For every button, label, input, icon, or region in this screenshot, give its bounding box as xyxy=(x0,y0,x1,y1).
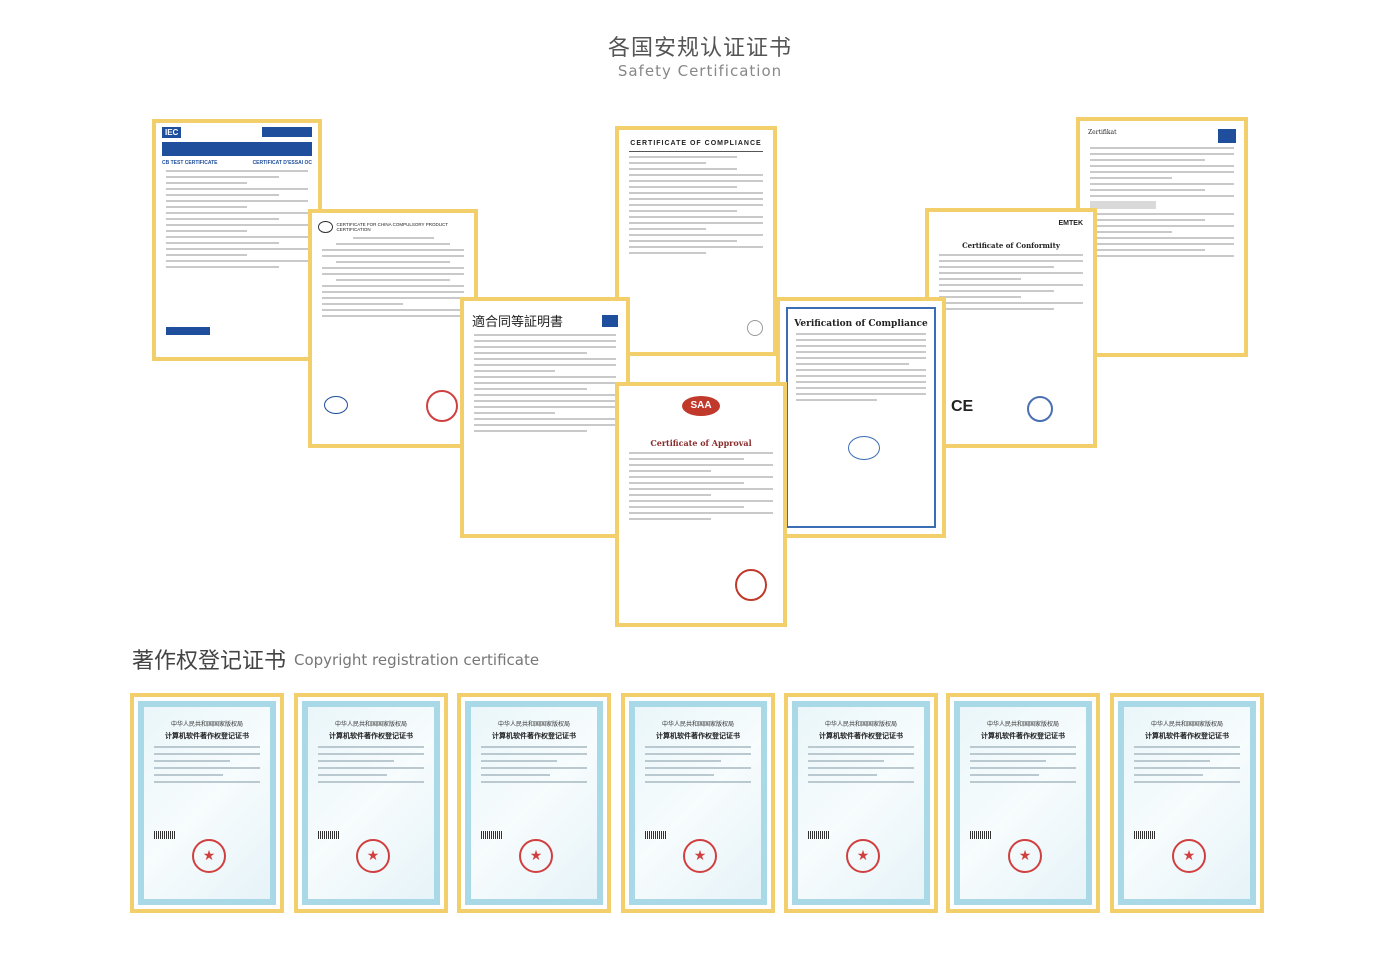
stamp-icon xyxy=(848,436,880,460)
barcode-icon xyxy=(481,831,503,839)
saa-heading: Certificate of Approval xyxy=(650,438,752,448)
cb-subheading: CERTIFICAT D'ESSAI OC xyxy=(252,160,312,166)
barcode-icon xyxy=(808,831,830,839)
red-star-seal-icon: ★ xyxy=(683,839,717,873)
red-seal-icon xyxy=(426,390,458,422)
copyright-certificate-7: 中华人民共和国国家版权局 计算机软件著作权登记证书 ★ xyxy=(1110,693,1264,913)
tuv-de-heading: Zertifikat xyxy=(1088,129,1117,136)
iec-logo: IEC xyxy=(162,127,182,138)
ce-heading: Certificate of Conformity xyxy=(962,241,1060,250)
barcode-icon xyxy=(970,831,992,839)
red-seal-icon xyxy=(735,569,767,601)
ul-certificate-of-compliance: CERTIFICATE OF COMPLIANCE xyxy=(615,126,777,356)
ul-mark-icon xyxy=(747,320,763,336)
copyright-certificate-2: 中华人民共和国国家版权局 计算机软件著作权登记证书 ★ xyxy=(294,693,448,913)
ce-mark-icon: CE xyxy=(951,398,974,415)
ccc-heading: CERTIFICATE FOR CHINA COMPULSORY PRODUCT… xyxy=(336,222,448,232)
red-star-seal-icon: ★ xyxy=(846,839,880,873)
ul-heading: CERTIFICATE OF COMPLIANCE xyxy=(630,140,762,147)
tuv-triangle-icon xyxy=(1218,129,1236,143)
copyright-section-title-cn: 著作权登记证书 xyxy=(132,649,287,674)
safety-section-title-cn: 各国安规认证证书 xyxy=(607,36,792,61)
cb-test-certificate: IEC CB TEST CERTIFICATE CERTIFICAT D'ESS… xyxy=(152,119,322,361)
barcode-icon xyxy=(1134,831,1156,839)
red-star-seal-icon: ★ xyxy=(519,839,553,873)
tuv-japan-certificate: 適合同等証明書 xyxy=(460,297,630,538)
ccc-logo xyxy=(318,221,333,233)
cqc-logo xyxy=(324,396,348,414)
copyright-certificate-1: 中华人民共和国国家版权局 计算机软件著作权登记证书 ★ xyxy=(130,693,284,913)
red-star-seal-icon: ★ xyxy=(356,839,390,873)
tuv-triangle-icon xyxy=(602,314,618,327)
ccc-certificate: CERTIFICATE FOR CHINA COMPULSORY PRODUCT… xyxy=(308,209,478,448)
saa-logo: SAA xyxy=(682,396,720,416)
barcode-icon xyxy=(645,831,667,839)
copyright-certificate-6: 中华人民共和国国家版权局 计算机软件著作权登记证书 ★ xyxy=(946,693,1100,913)
blue-seal-icon xyxy=(1027,396,1053,422)
ce-certificate-of-conformity: EMTEK Certificate of Conformity CE xyxy=(925,208,1097,448)
emtek-logo: EMTEK xyxy=(1058,220,1084,227)
tuv-rheinland-zertifikat: Zertifikat xyxy=(1076,117,1248,357)
red-star-seal-icon: ★ xyxy=(1008,839,1042,873)
barcode-icon xyxy=(318,831,340,839)
tuv-jp-heading: 適合同等証明書 xyxy=(472,315,564,330)
cb-heading: CB TEST CERTIFICATE xyxy=(162,160,218,166)
copyright-section-title-en: Copyright registration certificate xyxy=(294,651,540,669)
red-star-seal-icon: ★ xyxy=(1172,839,1206,873)
copyright-certificate-4: 中华人民共和国国家版权局 计算机软件著作权登记证书 ★ xyxy=(621,693,775,913)
barcode-icon xyxy=(154,831,176,839)
copyright-certificate-5: 中华人民共和国国家版权局 计算机软件著作权登记证书 ★ xyxy=(784,693,938,913)
saa-certificate-of-approval: SAA Certificate of Approval xyxy=(615,382,787,627)
fcc-heading: Verification of Compliance xyxy=(794,319,928,329)
tuv-logo xyxy=(166,327,210,335)
red-star-seal-icon: ★ xyxy=(192,839,226,873)
safety-section-title-en: Safety Certification xyxy=(617,62,783,80)
fcc-verification-of-compliance: Verification of Compliance xyxy=(776,297,946,538)
copyright-certificate-3: 中华人民共和国国家版权局 计算机软件著作权登记证书 ★ xyxy=(457,693,611,913)
